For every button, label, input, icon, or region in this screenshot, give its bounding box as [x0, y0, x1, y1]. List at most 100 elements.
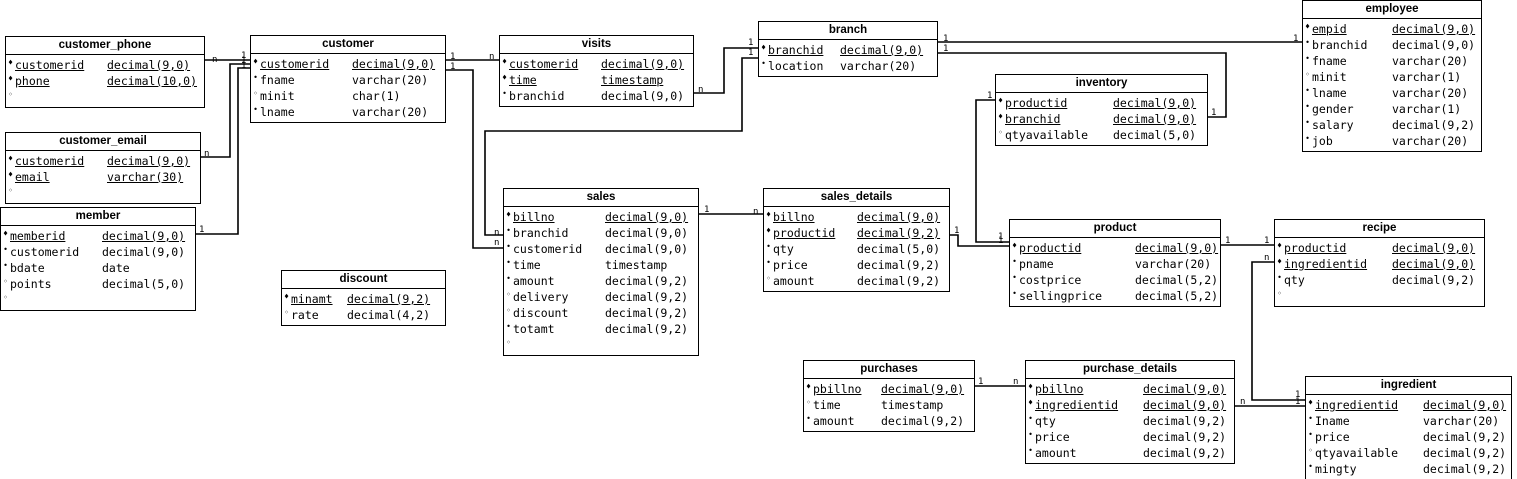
attribute-row[interactable]: ◦ — [6, 185, 200, 201]
nullable-marker-icon: ◦ — [506, 290, 511, 299]
attribute-row[interactable]: ◦ — [6, 89, 204, 105]
cardinality-label: n — [494, 228, 500, 238]
key-marker-icon: ♦ — [1308, 398, 1313, 407]
attribute-type: decimal(9,2) — [857, 258, 941, 272]
attribute-name: amount — [513, 274, 555, 288]
cardinality-label: 1 — [943, 44, 949, 54]
attribute-row[interactable]: ◦ — [1275, 288, 1484, 304]
attribute-name: branchid — [1312, 38, 1368, 52]
attribute-type: char(1) — [352, 89, 401, 103]
attribute-type: decimal(9,2) — [605, 306, 689, 320]
key-marker-icon: ♦ — [8, 74, 13, 83]
attribute-row[interactable]: ◦ — [504, 337, 698, 353]
attribute-name: productid — [1005, 96, 1068, 110]
attribute-type: date — [102, 261, 130, 275]
attribute-name: billno — [773, 210, 815, 224]
link-customer-customer_email — [201, 63, 250, 158]
attribute-row[interactable]: ◦ — [1, 292, 195, 308]
nullable-marker-icon: ◦ — [506, 306, 511, 315]
